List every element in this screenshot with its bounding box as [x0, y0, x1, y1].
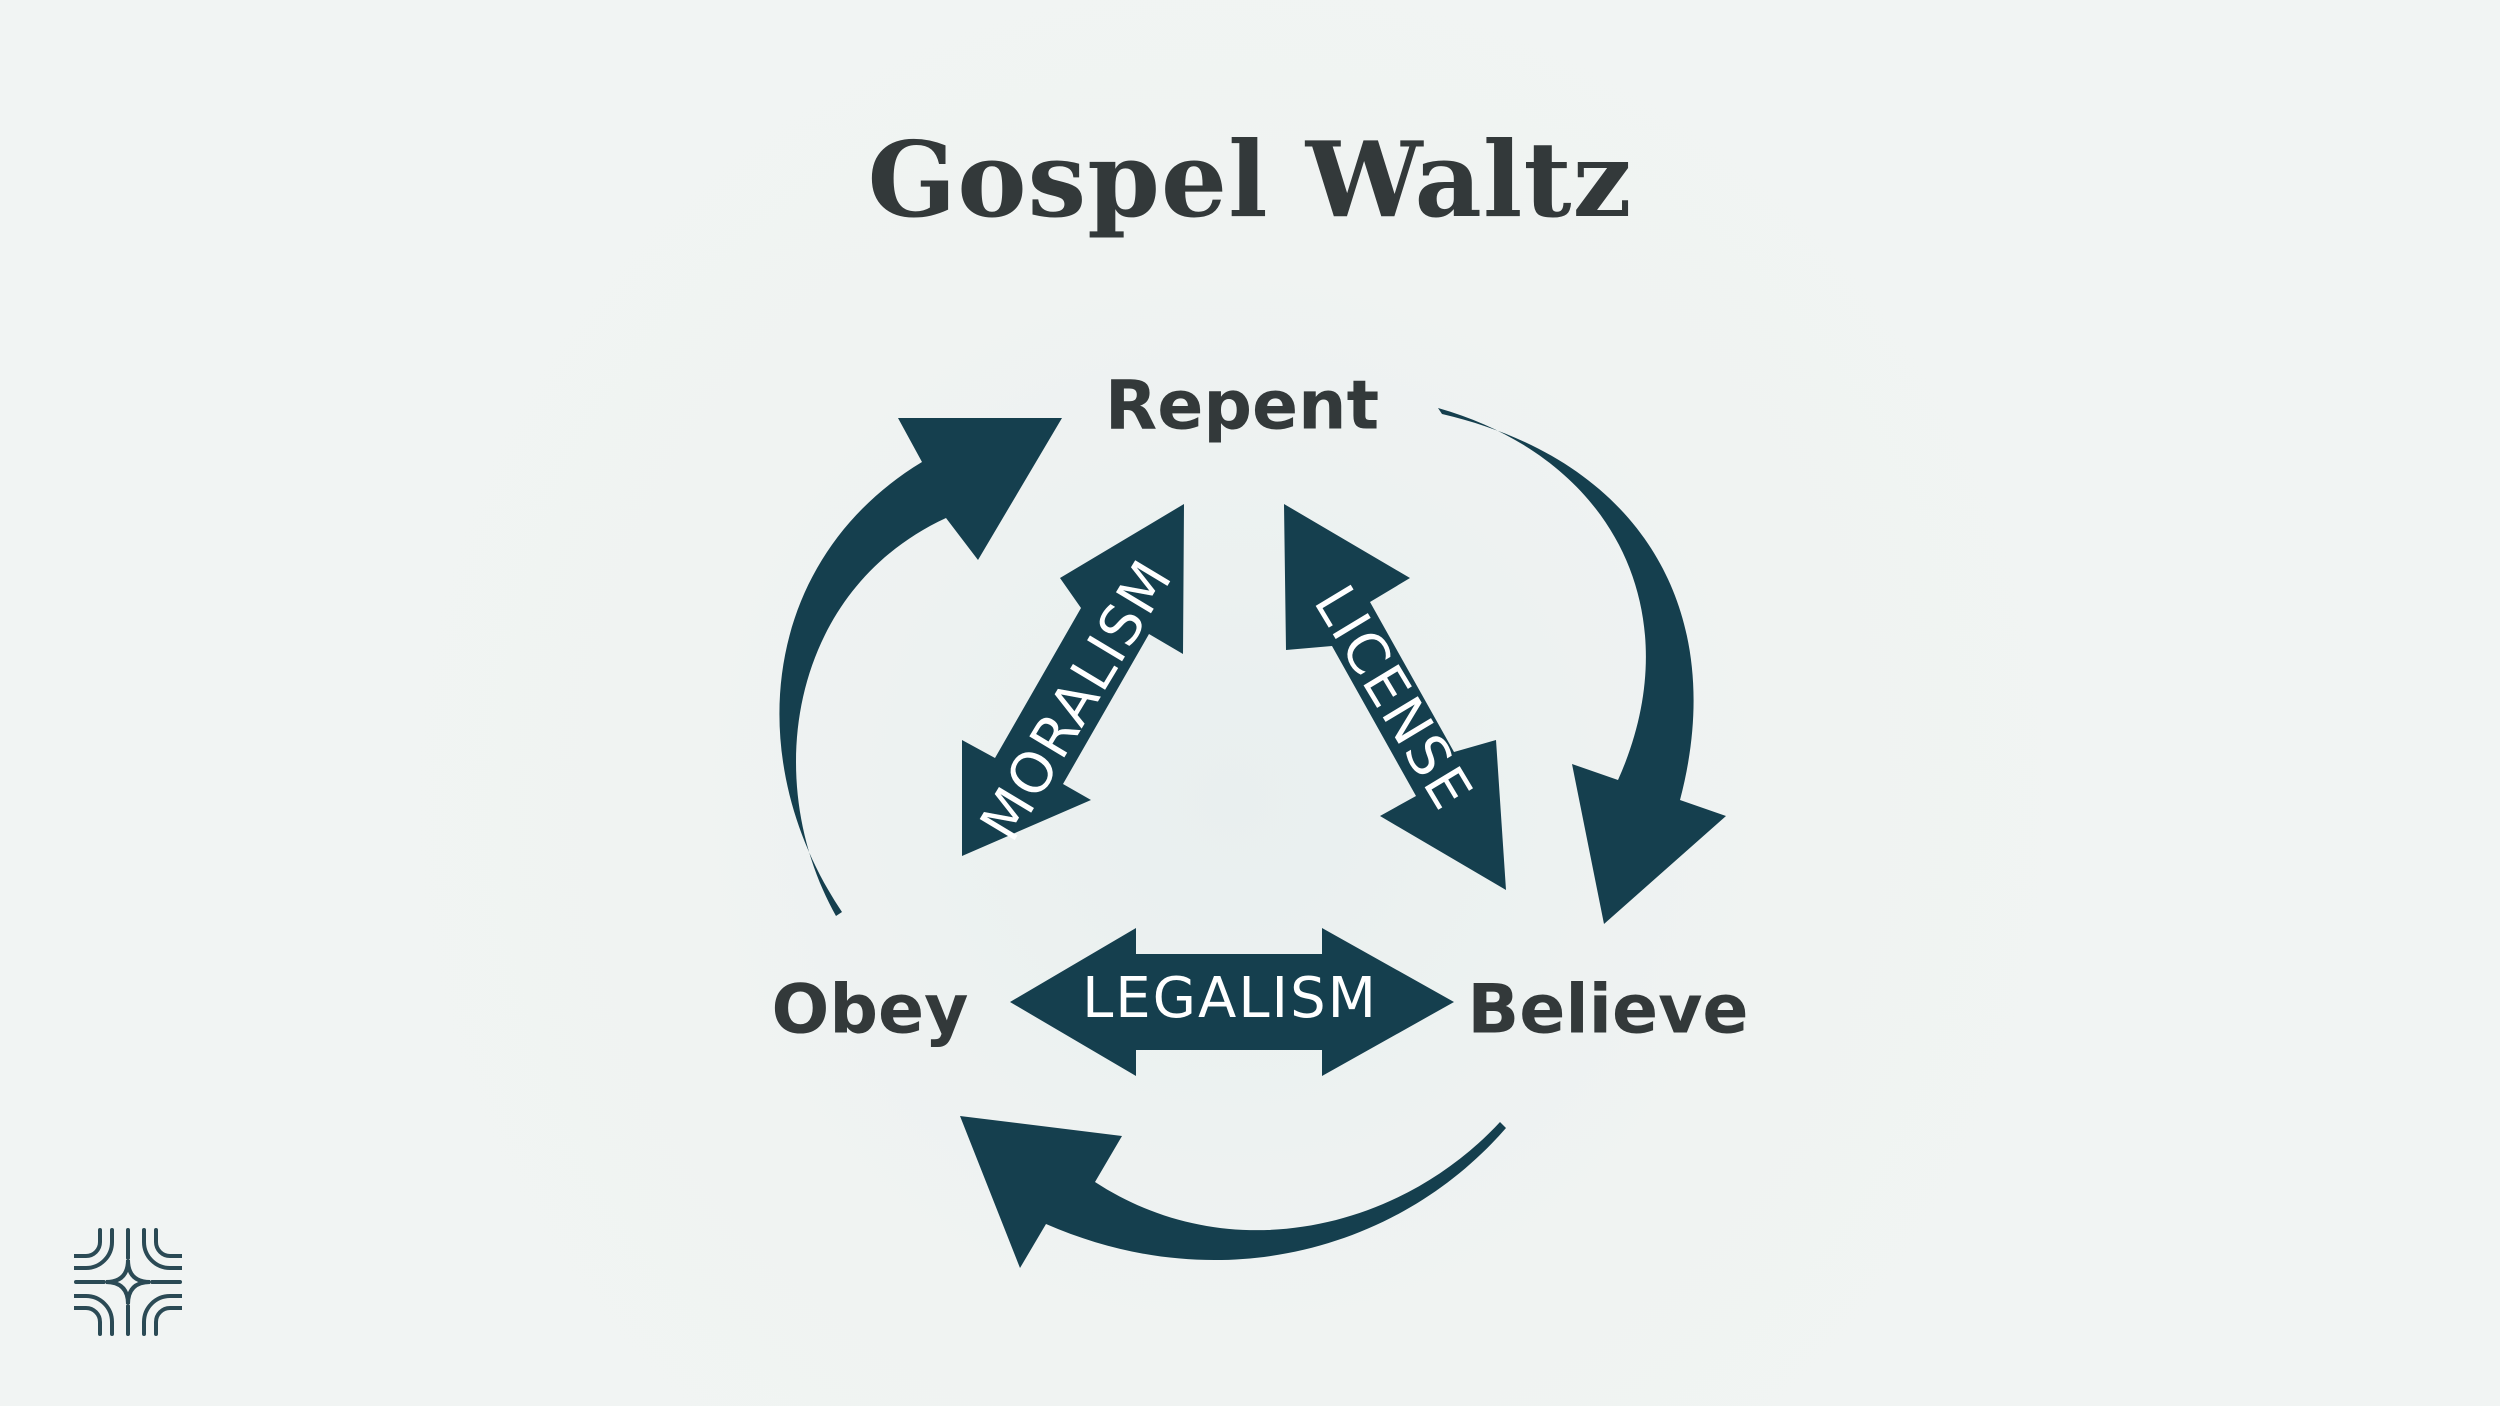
node-believe: Believe — [1467, 971, 1748, 1050]
legalism-label: LEGALISM — [1082, 966, 1378, 1031]
arrow-repent-to-believe — [1438, 408, 1726, 924]
arrow-obey-to-repent — [779, 418, 1062, 916]
moralism-arrow — [962, 504, 1184, 856]
page-title: Gospel Waltz — [867, 118, 1633, 241]
logo-icon — [74, 1228, 182, 1336]
license-arrow — [1284, 504, 1506, 890]
node-repent: Repent — [1105, 367, 1379, 446]
legalism-arrow — [1010, 928, 1454, 1076]
license-label: LICENSE — [1301, 575, 1485, 822]
arrow-believe-to-obey — [960, 1116, 1506, 1268]
node-obey: Obey — [772, 971, 969, 1050]
